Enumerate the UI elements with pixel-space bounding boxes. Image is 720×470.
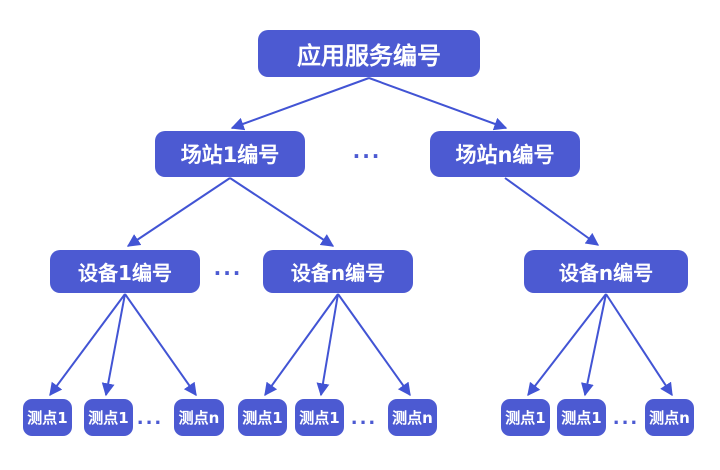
ellipsis-points: ... (136, 407, 164, 429)
node-app-service: 应用服务编号 (258, 30, 480, 77)
ellipsis-points: ... (350, 407, 378, 429)
ellipsis-stations: ... (352, 139, 382, 163)
node-point: 测点n (174, 399, 224, 436)
node-point: 测点1 (84, 399, 133, 436)
node-point: 测点1 (501, 399, 550, 436)
ellipsis-points: ... (612, 407, 640, 429)
node-point: 测点1 (23, 399, 72, 436)
node-device-1: 设备1编号 (50, 250, 200, 293)
node-device-n: 设备n编号 (263, 250, 413, 293)
node-device-n-right: 设备n编号 (524, 250, 688, 293)
node-point: 测点n (388, 399, 437, 436)
node-point: 测点1 (295, 399, 344, 436)
ellipsis-devices: ... (213, 256, 243, 280)
node-point: 测点1 (557, 399, 606, 436)
node-point: 测点1 (238, 399, 287, 436)
node-point: 测点n (645, 399, 694, 436)
node-station-1: 场站1编号 (155, 131, 305, 177)
node-station-n: 场站n编号 (430, 131, 580, 177)
